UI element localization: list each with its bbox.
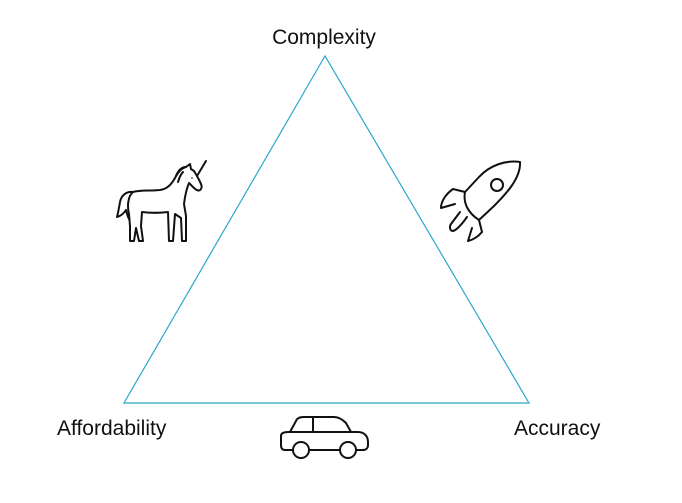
vertex-label-complexity: Complexity bbox=[272, 26, 376, 49]
vertex-label-accuracy: Accuracy bbox=[514, 417, 601, 440]
rocket-icon bbox=[440, 160, 522, 242]
vertex-label-affordability: Affordability bbox=[57, 417, 167, 440]
unicorn-icon bbox=[116, 160, 207, 242]
car-icon bbox=[280, 416, 369, 459]
triangle bbox=[122, 54, 531, 404]
